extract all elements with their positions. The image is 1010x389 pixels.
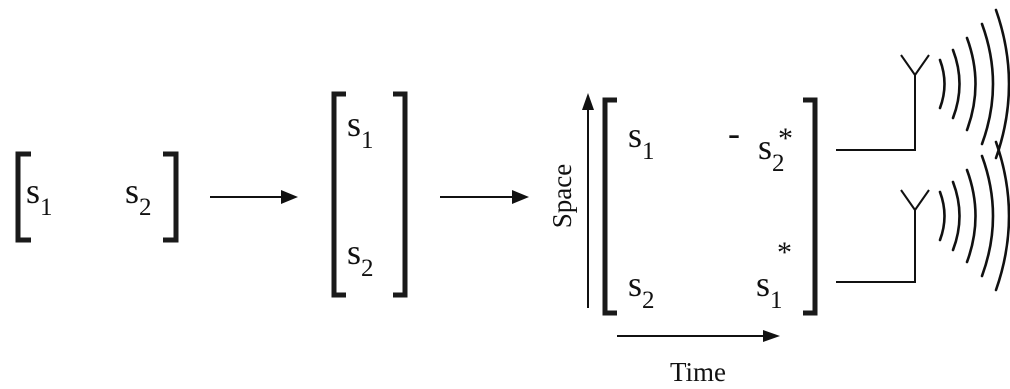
matrix-r1c1: s1 [628,115,655,165]
time-axis-label: Time [670,357,726,387]
right-bracket [803,97,818,316]
matrix-r2c1: s2 [628,264,655,314]
space-axis-label: Space [547,164,577,228]
code-matrix: s1 - s2 * s2 s1 * [602,97,818,316]
arrow-to-code-matrix [440,190,529,204]
left-bracket [602,97,617,316]
matrix-r1c2: s2 [758,127,785,177]
antenna-icon [836,189,930,283]
conjugate-star-r1c2: * [778,122,793,155]
radio-waves-icon [938,140,1010,292]
column-vector: s1 s2 [331,91,408,298]
left-bracket [15,151,31,243]
radio-waves-icon [938,8,1010,160]
matrix-r1c2-minus-sign: - [728,113,740,153]
space-axis: Space [547,93,594,308]
column-element-s2: s2 [347,232,374,282]
transmit-antenna-2 [836,140,1010,292]
transmit-antenna-1 [836,8,1010,160]
input-element-s2: s2 [125,171,152,221]
antenna-icon [836,54,930,151]
matrix-r2c2: s1 [756,264,783,314]
left-bracket [331,91,346,298]
right-bracket [393,91,408,298]
arrow-to-column-vector [210,190,298,204]
column-element-s1: s1 [347,104,374,154]
conjugate-star-r2c2: * [777,236,792,269]
input-row-vector: s1 s2 [15,151,179,243]
input-element-s1: s1 [26,171,53,221]
right-bracket [163,151,179,243]
time-axis: Time [617,330,780,387]
